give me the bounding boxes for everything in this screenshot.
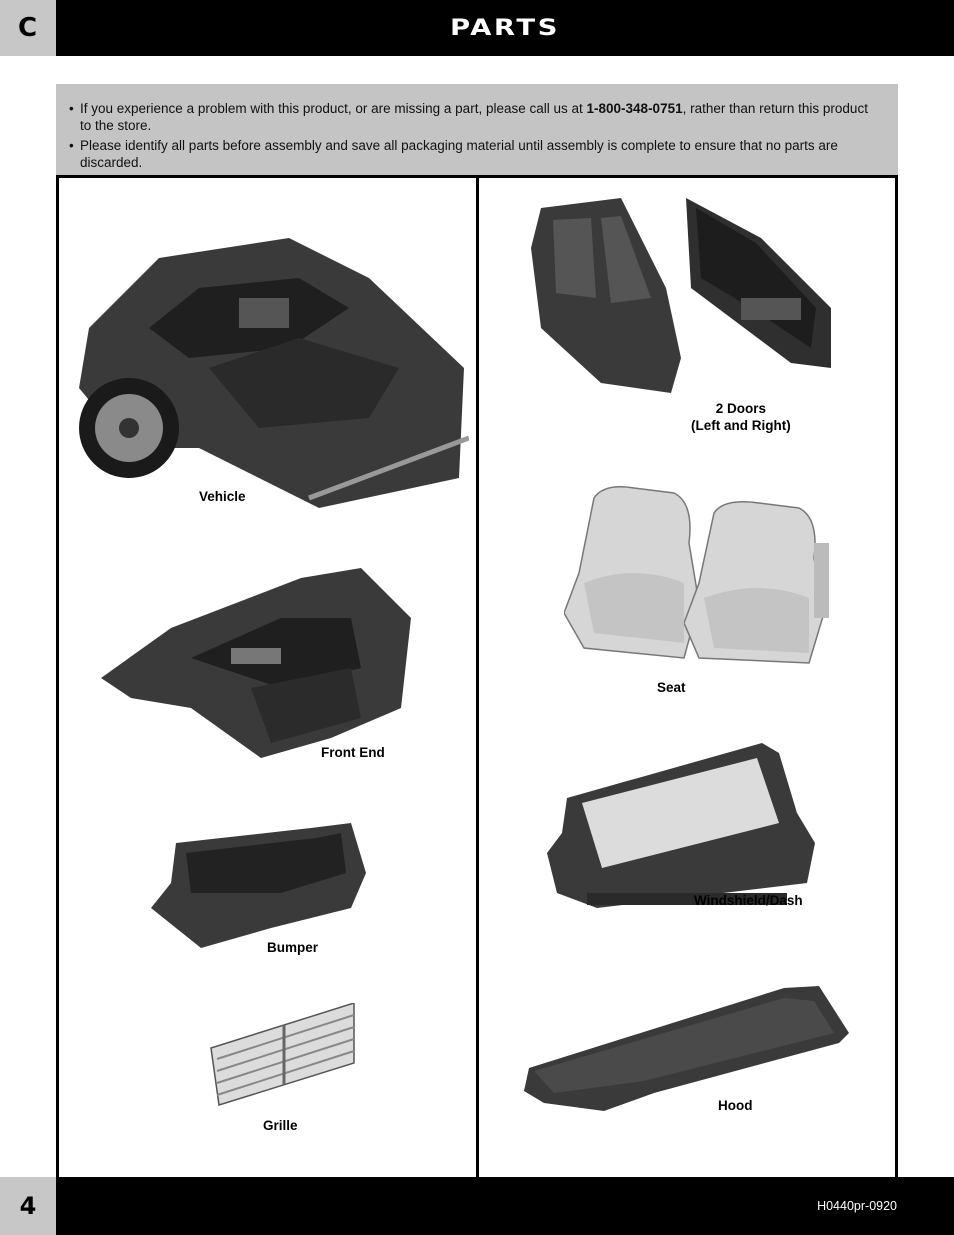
notice-text: Please identify all parts before assembl… (80, 138, 838, 170)
vehicle-label: Vehicle (199, 489, 246, 504)
vehicle-image (69, 218, 469, 508)
page-title: PARTS (450, 15, 560, 41)
doors-label: 2 Doors (Left and Right) (691, 400, 791, 434)
doors-label-line2: (Left and Right) (691, 418, 791, 433)
page-number: 4 (19, 1192, 37, 1220)
doors-image (531, 198, 871, 398)
bumper-image (151, 823, 371, 948)
section-letter: C (17, 13, 39, 43)
notice-item-support: If you experience a problem with this pr… (69, 100, 884, 134)
seat-label: Seat (657, 680, 686, 695)
doors-label-line1: 2 Doors (715, 401, 766, 416)
header-bar: PARTS (56, 0, 954, 56)
document-code: H0440pr-0920 (817, 1199, 897, 1213)
hood-image (524, 983, 854, 1113)
support-phone: 1-800-348-0751 (586, 101, 683, 116)
front-end-image (101, 558, 421, 758)
grille-image (209, 1003, 359, 1108)
grille-label: Grille (263, 1118, 298, 1133)
column-divider (476, 178, 479, 1180)
footer-bar (56, 1177, 954, 1235)
notice-text: to the store. (80, 118, 152, 133)
notice-item-identify: Please identify all parts before assembl… (69, 137, 884, 171)
parts-grid: Vehicle Front End Bumper Grille (56, 175, 898, 1180)
front-end-label: Front End (321, 745, 385, 760)
bumper-label: Bumper (267, 940, 319, 955)
seat-image (564, 483, 834, 668)
notice-box: If you experience a problem with this pr… (56, 84, 898, 175)
windshield-label: Windshield/Dash (694, 893, 803, 908)
section-tab: C (0, 0, 56, 56)
notice-text: If you experience a problem with this pr… (80, 101, 587, 116)
notice-text: , rather than return this product (682, 101, 868, 116)
windshield-image (547, 743, 819, 918)
hood-label: Hood (718, 1098, 753, 1113)
page-number-tab: 4 (0, 1177, 56, 1235)
